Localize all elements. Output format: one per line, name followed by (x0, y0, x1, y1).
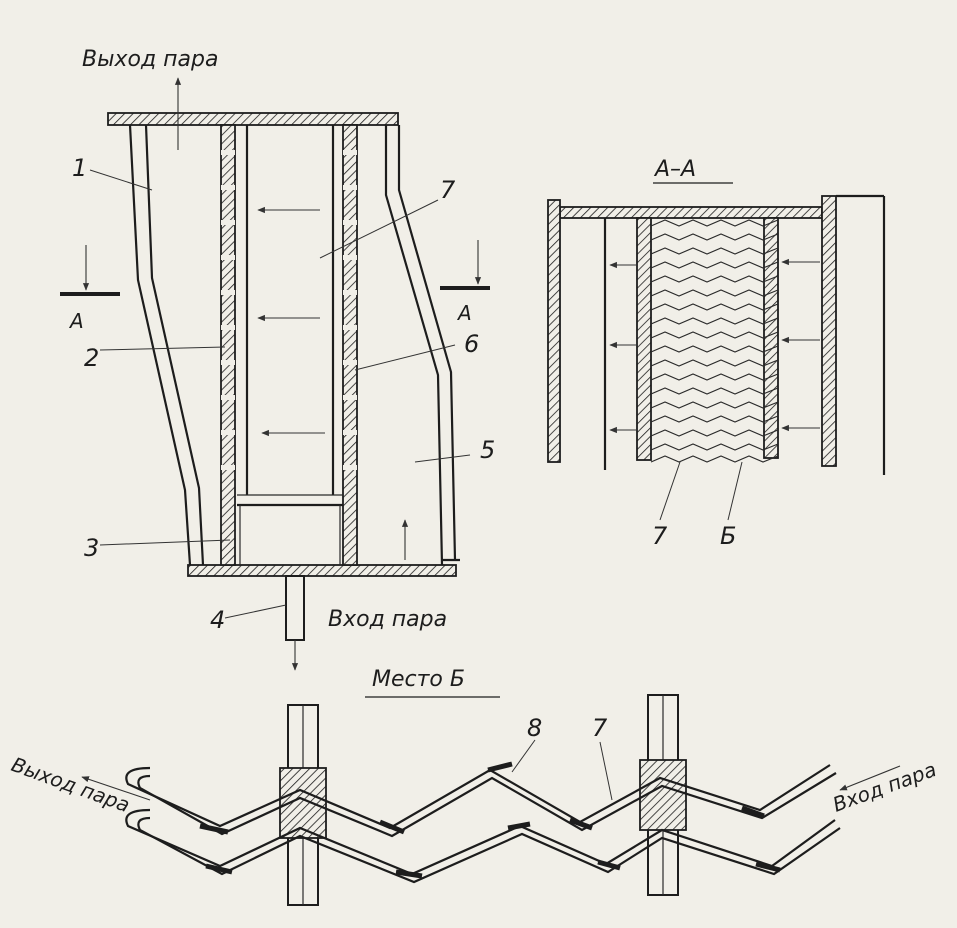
label-detail-steam-out: Выход пара (8, 752, 133, 817)
label-section-mark-left: А (68, 309, 84, 333)
callout-5: 5 (480, 436, 495, 464)
callout-3: 3 (84, 534, 99, 562)
main-vessel-view (60, 77, 490, 671)
label-detail-title: Место Б (372, 667, 465, 692)
label-section-title: А–А (653, 157, 696, 182)
label-section-mark-right: А (456, 301, 472, 325)
top-flange (107, 112, 399, 126)
left-outer-wall-inner (144, 124, 205, 566)
callout-detail-7: 7 (592, 714, 608, 742)
section-a-a (547, 182, 886, 521)
callout-6: 6 (464, 330, 479, 358)
callout-aa-b: Б (720, 522, 736, 550)
label-detail-steam-in: Вход пара (830, 757, 940, 817)
bottom-plate (187, 564, 457, 577)
detail-b (81, 694, 901, 906)
right-perforated-wall (342, 124, 358, 566)
right-outer-wall-inner (384, 125, 444, 566)
callout-aa-7: 7 (652, 522, 668, 550)
label-steam-in: Вход пара (328, 607, 447, 632)
left-outer-wall-outer (128, 124, 192, 566)
callout-detail-8: 8 (527, 714, 542, 742)
callout-4: 4 (210, 606, 225, 634)
label-steam-out: Выход пара (82, 47, 218, 72)
zigzag-plate-pack (650, 219, 779, 463)
callout-2: 2 (84, 344, 99, 372)
callout-1: 1 (72, 154, 87, 182)
callout-7: 7 (440, 176, 456, 204)
right-outer-wall-outer (397, 125, 457, 561)
left-perforated-wall (220, 124, 236, 566)
